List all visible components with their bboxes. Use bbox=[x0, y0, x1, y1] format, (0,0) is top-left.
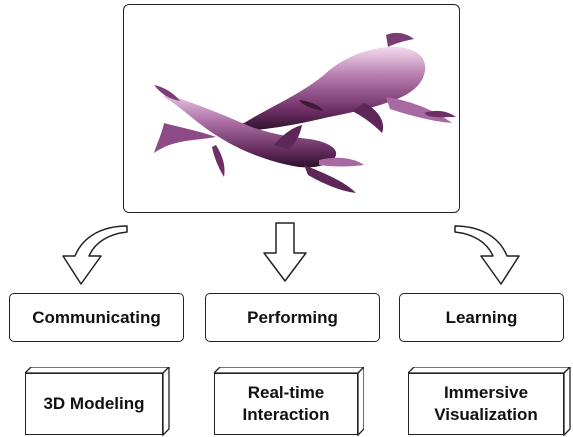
curved-arrow-right-down-icon bbox=[454, 225, 520, 285]
category-communicating: Communicating bbox=[9, 293, 184, 342]
category-performing: Performing bbox=[205, 293, 380, 342]
dolphin-lower bbox=[154, 85, 364, 193]
dolphin-upper bbox=[237, 32, 456, 133]
curved-arrow-left-down-icon bbox=[62, 225, 128, 285]
tech-real-time-interaction: Real-time Interaction bbox=[214, 373, 358, 435]
block-depth-shape bbox=[25, 367, 170, 437]
dolphins-image bbox=[154, 32, 456, 193]
tech-immersive-visualization: Immersive Visualization bbox=[408, 373, 564, 435]
category-learning: Learning bbox=[399, 293, 564, 342]
arrow-down-icon bbox=[263, 222, 307, 282]
tech-3d-modeling: 3D Modeling bbox=[25, 373, 163, 435]
dolphins-image-frame bbox=[123, 4, 460, 213]
